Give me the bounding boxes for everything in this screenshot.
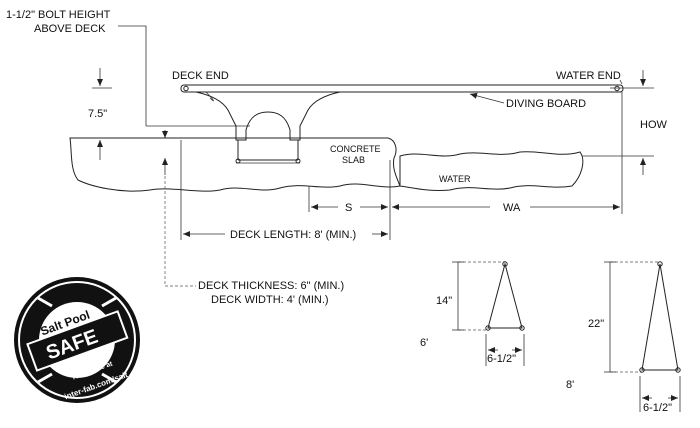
stand-6-width-label: 6-1/2" — [487, 353, 516, 365]
how-label: HOW — [640, 119, 668, 131]
s-label: S — [345, 202, 352, 214]
deck-length-label: DECK LENGTH: 8' (MIN.) — [230, 229, 356, 241]
deck-width-label: DECK WIDTH: 4' (MIN.) — [211, 294, 329, 306]
water-end-label: WATER END — [556, 70, 621, 82]
concrete-label-1: CONCRETE — [330, 144, 381, 154]
stand-height-label: 7.5" — [88, 108, 107, 120]
bolt-height-label-1: 1-1/2" BOLT HEIGHT — [6, 9, 111, 21]
concrete-label-2: SLAB — [342, 155, 365, 165]
deck-length-dimension: DECK LENGTH: 8' (MIN.) — [180, 140, 388, 241]
how-dimension: HOW — [582, 70, 668, 175]
board-plank — [180, 84, 624, 93]
salt-pool-safe-logo: Salt Pool SAFE read more at inter-fab.co… — [14, 277, 140, 403]
deck-end-label: DECK END — [172, 70, 229, 82]
bolt-height-callout: 1-1/2" BOLT HEIGHT ABOVE DECK — [6, 9, 250, 127]
stand-8-height-label: 22" — [588, 318, 604, 330]
water: WATER — [399, 151, 584, 191]
deck-thickness-label: DECK THICKNESS: 6" (MIN.) — [198, 280, 344, 292]
deck-thickness-callout: DECK THICKNESS: 6" (MIN.) DECK WIDTH: 4'… — [164, 176, 344, 306]
stand-detail-8ft: 22" 6-1/2" 8' — [566, 261, 681, 414]
water-label: WATER — [439, 174, 471, 184]
concrete-slab: CONCRETE SLAB — [69, 137, 401, 192]
diving-board: DECK END WATER END DIVING BOARD — [172, 70, 624, 110]
diving-board-label: DIVING BOARD — [506, 98, 586, 110]
stand-height-dimension: 7.5" — [88, 68, 168, 175]
stand-8-board-label: 8' — [566, 379, 574, 391]
stand-8-width-label: 6-1/2" — [643, 402, 672, 414]
stand-detail-6ft: 14" 6-1/2" 6' — [420, 261, 525, 366]
bolt-height-label-2: ABOVE DECK — [34, 23, 106, 35]
wa-label: WA — [503, 202, 521, 214]
s-wa-dimensions: S WA — [308, 92, 623, 240]
board-stand — [195, 91, 341, 164]
stand-6-height-label: 14" — [436, 295, 452, 307]
bolt-height-leader — [118, 25, 147, 126]
stand-6-board-label: 6' — [420, 337, 428, 349]
